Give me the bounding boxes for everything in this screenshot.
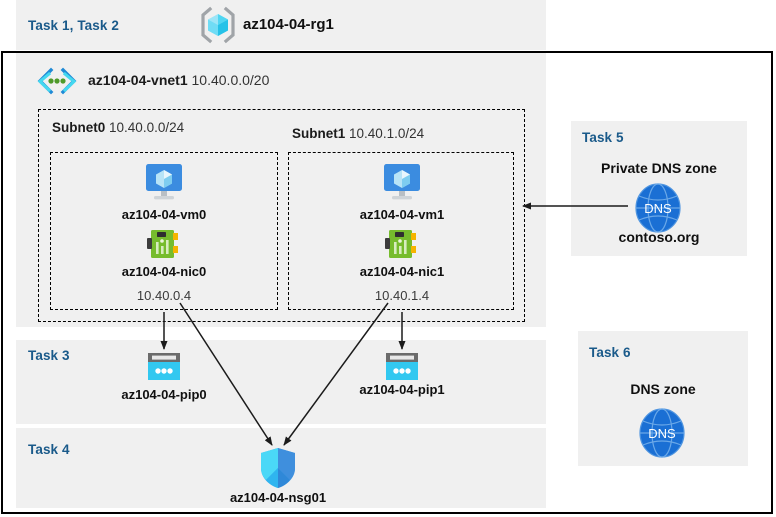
resource-group-header-panel [16, 0, 546, 50]
nic0-ip: 10.40.0.4 [136, 288, 192, 303]
task4-label: Task 4 [28, 442, 70, 457]
network-interface-icon [147, 228, 181, 260]
resource-group-name: az104-04-rg1 [243, 16, 334, 33]
subnet1-cidr: 10.40.1.0/24 [349, 126, 425, 141]
subnet1-title: Subnet1 10.40.1.0/24 [292, 126, 424, 141]
vnet-panel [16, 53, 546, 327]
vm1-label: az104-04-vm1 [359, 207, 445, 222]
task3-label: Task 3 [28, 348, 70, 363]
private-dns-zone-name: contoso.org [618, 229, 700, 245]
resource-group-icon [198, 5, 238, 45]
subnet0-name: Subnet0 [52, 120, 106, 135]
task1-task2-label: Task 1, Task 2 [28, 18, 119, 33]
task3-panel [16, 340, 546, 424]
virtual-machine-icon [143, 162, 185, 202]
dns-zone-icon: DNS [632, 182, 684, 234]
dns-zone-icon: DNS [636, 407, 688, 459]
nic1-ip: 10.40.1.4 [374, 288, 430, 303]
public-ip-address-icon [147, 352, 181, 382]
dns-icon-text: DNS [648, 426, 676, 441]
nic0-label: az104-04-nic0 [121, 264, 207, 279]
subnet1-name: Subnet1 [292, 126, 346, 141]
vm0-label: az104-04-vm0 [121, 207, 207, 222]
private-dns-zone-heading: Private DNS zone [601, 160, 717, 176]
subnet0-cidr: 10.40.0.0/24 [109, 120, 185, 135]
subnet0-boundary [50, 152, 278, 310]
dns-icon-text: DNS [644, 201, 672, 216]
vnet-name: az104-04-vnet1 [88, 72, 188, 88]
subnet1-boundary [288, 152, 514, 310]
network-interface-icon [385, 228, 419, 260]
nsg-label: az104-04-nsg01 [229, 490, 327, 505]
nic1-label: az104-04-nic1 [359, 264, 445, 279]
task5-label: Task 5 [582, 130, 624, 145]
network-security-group-icon [259, 447, 297, 489]
task6-label: Task 6 [589, 345, 631, 360]
pip1-label: az104-04-pip1 [359, 382, 445, 397]
subnet0-title: Subnet0 10.40.0.0/24 [52, 120, 184, 135]
vnet-address-space: 10.40.0.0/20 [191, 72, 270, 88]
virtual-network-icon [34, 66, 80, 96]
resource-group-boundary [1, 51, 773, 514]
virtual-machine-icon [381, 162, 423, 202]
vnet-title: az104-04-vnet1 10.40.0.0/20 [88, 72, 269, 88]
pip0-label: az104-04-pip0 [121, 387, 207, 402]
public-ip-address-icon [385, 352, 419, 382]
subnets-container-boundary [38, 109, 525, 322]
dns-zone-heading: DNS zone [630, 381, 696, 397]
